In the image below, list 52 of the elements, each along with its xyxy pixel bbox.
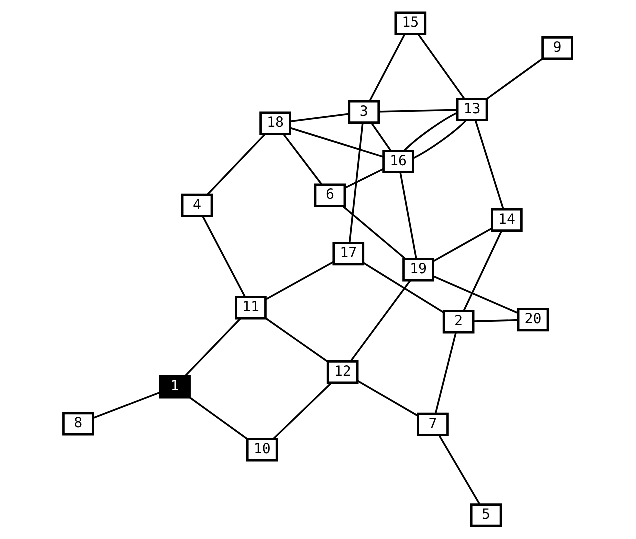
node-box: 12 [326, 360, 359, 384]
node-box: 17 [332, 242, 365, 266]
connector [433, 228, 493, 262]
node-box: 14 [491, 208, 523, 232]
connector [463, 230, 503, 312]
connector [413, 120, 468, 160]
connector [282, 134, 323, 186]
connector [370, 122, 392, 152]
connector [290, 127, 384, 158]
connector [206, 134, 266, 196]
connector [357, 380, 419, 417]
connector [486, 58, 543, 100]
node-box: 8 [62, 412, 94, 436]
connector [400, 172, 418, 260]
connector [404, 112, 458, 152]
node-box: 6 [314, 184, 346, 208]
node-box: 9 [542, 36, 574, 60]
connector [350, 280, 412, 362]
node-box: 13 [456, 98, 488, 122]
connector [418, 34, 466, 100]
node-box: 11 [235, 296, 267, 320]
connector [265, 261, 334, 301]
connector [344, 168, 384, 190]
connector [190, 397, 248, 440]
node-box: 15 [394, 12, 427, 36]
connector [474, 319, 518, 322]
node-box: 16 [382, 150, 414, 174]
connector [272, 382, 332, 440]
node-box: 20 [517, 308, 550, 332]
connector [363, 262, 444, 314]
node-box: 19 [402, 258, 434, 282]
connector [93, 392, 160, 420]
node-box: 3 [348, 100, 380, 124]
node-box: 5 [470, 504, 502, 528]
connector [348, 122, 364, 244]
connector [369, 34, 406, 102]
node-box: 4 [181, 194, 214, 218]
connector [379, 109, 458, 113]
connector [438, 435, 481, 506]
node-box: 7 [417, 412, 449, 436]
connector [202, 216, 246, 298]
node-box: 10 [246, 438, 278, 462]
node-box: 1 [159, 375, 191, 399]
connector [266, 318, 329, 363]
node-box: 18 [260, 112, 292, 136]
node-box: 2 [442, 310, 475, 334]
connector [184, 318, 242, 377]
connector [342, 206, 406, 260]
connector [434, 332, 457, 414]
connector [433, 276, 519, 314]
connector [474, 120, 504, 210]
connector [290, 113, 350, 122]
